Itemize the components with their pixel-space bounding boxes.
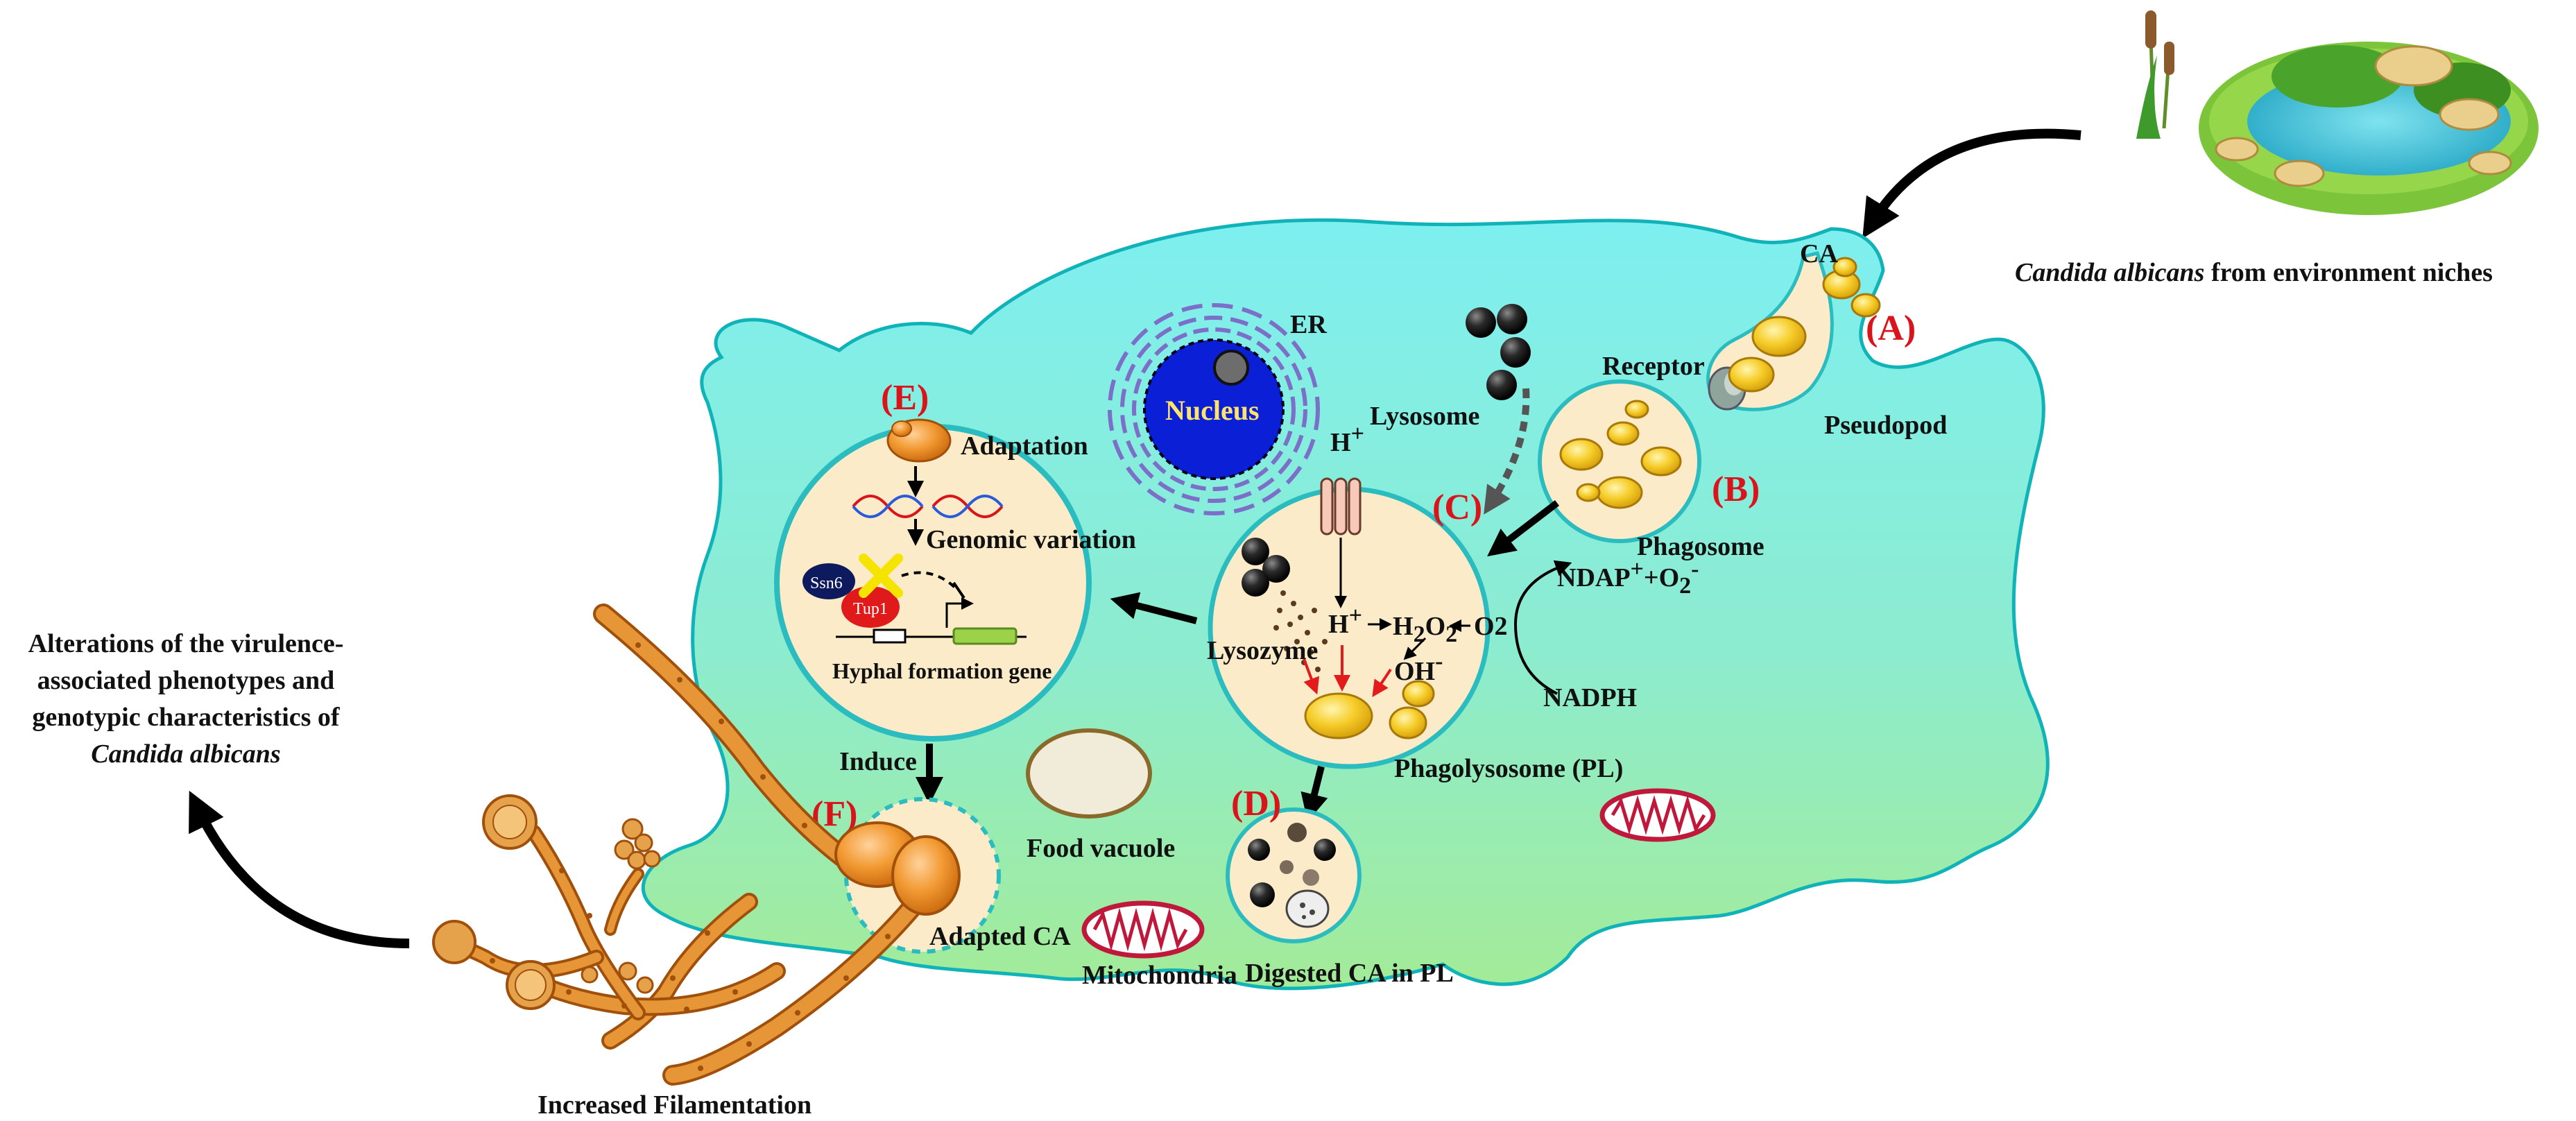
conidiophores bbox=[432, 794, 661, 1010]
label-d: (D) bbox=[1231, 784, 1281, 823]
nadph-cycle-arrow bbox=[1513, 560, 1572, 695]
endoplasmic-reticulum bbox=[1108, 303, 1320, 515]
digested-label: Digested CA in PL bbox=[1245, 959, 1454, 988]
red-arrow-3 bbox=[1372, 668, 1392, 697]
label-e: (E) bbox=[881, 378, 929, 418]
er-label: ER bbox=[1290, 310, 1327, 339]
adapted-ca-label: Adapted CA bbox=[929, 922, 1071, 951]
yeast-cells-b bbox=[1559, 400, 1682, 509]
h2o2-to-oh-arrow bbox=[1403, 637, 1427, 660]
yeast-bud bbox=[891, 420, 912, 437]
phagosome bbox=[1538, 379, 1701, 543]
induce-label: Induce bbox=[839, 747, 917, 776]
hyphae-filaments bbox=[436, 604, 933, 1086]
repression-bar bbox=[952, 581, 965, 599]
output-arrow bbox=[189, 790, 410, 948]
tup1-protein bbox=[841, 586, 900, 628]
phagosome-to-pl-arrow bbox=[1487, 500, 1560, 557]
left-title-line-2: associated phenotypes and bbox=[37, 666, 335, 695]
mitochondrion-2 bbox=[1599, 788, 1716, 842]
nadph-label: NADPH bbox=[1543, 683, 1637, 712]
left-title-line-4: Candida albicans bbox=[91, 739, 280, 769]
nucleus-label: Nucleus bbox=[1165, 395, 1260, 426]
phagolysosome-label: Phagolysosome (PL) bbox=[1394, 754, 1623, 783]
adapted-ca-yeasts bbox=[834, 821, 961, 916]
ndap-label: NDAP++O2- bbox=[1557, 556, 1699, 599]
label-c: (C) bbox=[1432, 488, 1482, 527]
env-caption: Candida albicans from environment niches bbox=[2015, 258, 2493, 287]
ssn6-protein bbox=[802, 563, 855, 599]
pond-illustration bbox=[2136, 10, 2539, 215]
lysozyme-cluster bbox=[1242, 538, 1290, 597]
nucleolus bbox=[1213, 350, 1249, 386]
tup1-label: Tup1 bbox=[853, 600, 888, 618]
o2-label: O2 bbox=[1474, 612, 1508, 641]
lysozyme-dots bbox=[1273, 590, 1328, 672]
proton-pump-icon bbox=[1320, 477, 1362, 536]
lysozyme-label: Lysozyme bbox=[1207, 636, 1318, 665]
h-plus-mid: H+ bbox=[1328, 603, 1362, 639]
dna-helix-icon bbox=[852, 495, 1004, 518]
lysosome-label: Lysosome bbox=[1370, 402, 1479, 431]
lysosome-fusion-arrow bbox=[1484, 388, 1530, 515]
label-a: (A) bbox=[1866, 309, 1916, 348]
pseudopod-label: Pseudopod bbox=[1824, 411, 1947, 440]
genomic-variation-label: Genomic variation bbox=[926, 525, 1136, 554]
increased-filamentation-label: Increased Filamentation bbox=[538, 1090, 812, 1120]
ca-label: CA bbox=[1800, 239, 1838, 268]
mitochondrion-1 bbox=[1081, 900, 1205, 959]
phagosome-label: Phagosome bbox=[1637, 532, 1764, 561]
left-title-line-1: Alterations of the virulence- bbox=[28, 629, 344, 658]
lysosome-cluster bbox=[1466, 304, 1531, 400]
left-title-line-3: genotypic characteristics of bbox=[32, 703, 341, 732]
pl-to-adaptation-arrow bbox=[1110, 592, 1198, 624]
left-title: Alterations of the virulence- associated… bbox=[28, 629, 344, 769]
promoter-box bbox=[873, 628, 907, 644]
hyphal-gene-label: Hyphal formation gene bbox=[832, 658, 1051, 683]
h-plus-top: H+ bbox=[1330, 421, 1364, 457]
entry-arrow bbox=[1862, 128, 2081, 239]
transcription-arrow bbox=[945, 597, 974, 628]
food-vacuole bbox=[1026, 728, 1152, 819]
receptor-label: Receptor bbox=[1602, 352, 1705, 381]
digested-fragments bbox=[1248, 823, 1336, 928]
nucleus bbox=[1143, 339, 1285, 480]
food-vacuole-label: Food vacuole bbox=[1027, 834, 1175, 863]
yeast-cells-c bbox=[1304, 680, 1435, 739]
red-arrow-2 bbox=[1303, 658, 1320, 695]
inhibition-x-icon bbox=[859, 554, 903, 598]
pl-to-digested-arrow bbox=[1300, 765, 1328, 822]
adaptation-label: Adaptation bbox=[961, 431, 1088, 461]
yeast-cells-a bbox=[1728, 257, 1881, 393]
gene-box bbox=[952, 627, 1017, 645]
mitochondria-label: Mitochondria bbox=[1082, 961, 1237, 990]
repression-line bbox=[901, 571, 959, 591]
label-b: (B) bbox=[1712, 470, 1760, 509]
ssn6-label: Ssn6 bbox=[810, 574, 843, 592]
